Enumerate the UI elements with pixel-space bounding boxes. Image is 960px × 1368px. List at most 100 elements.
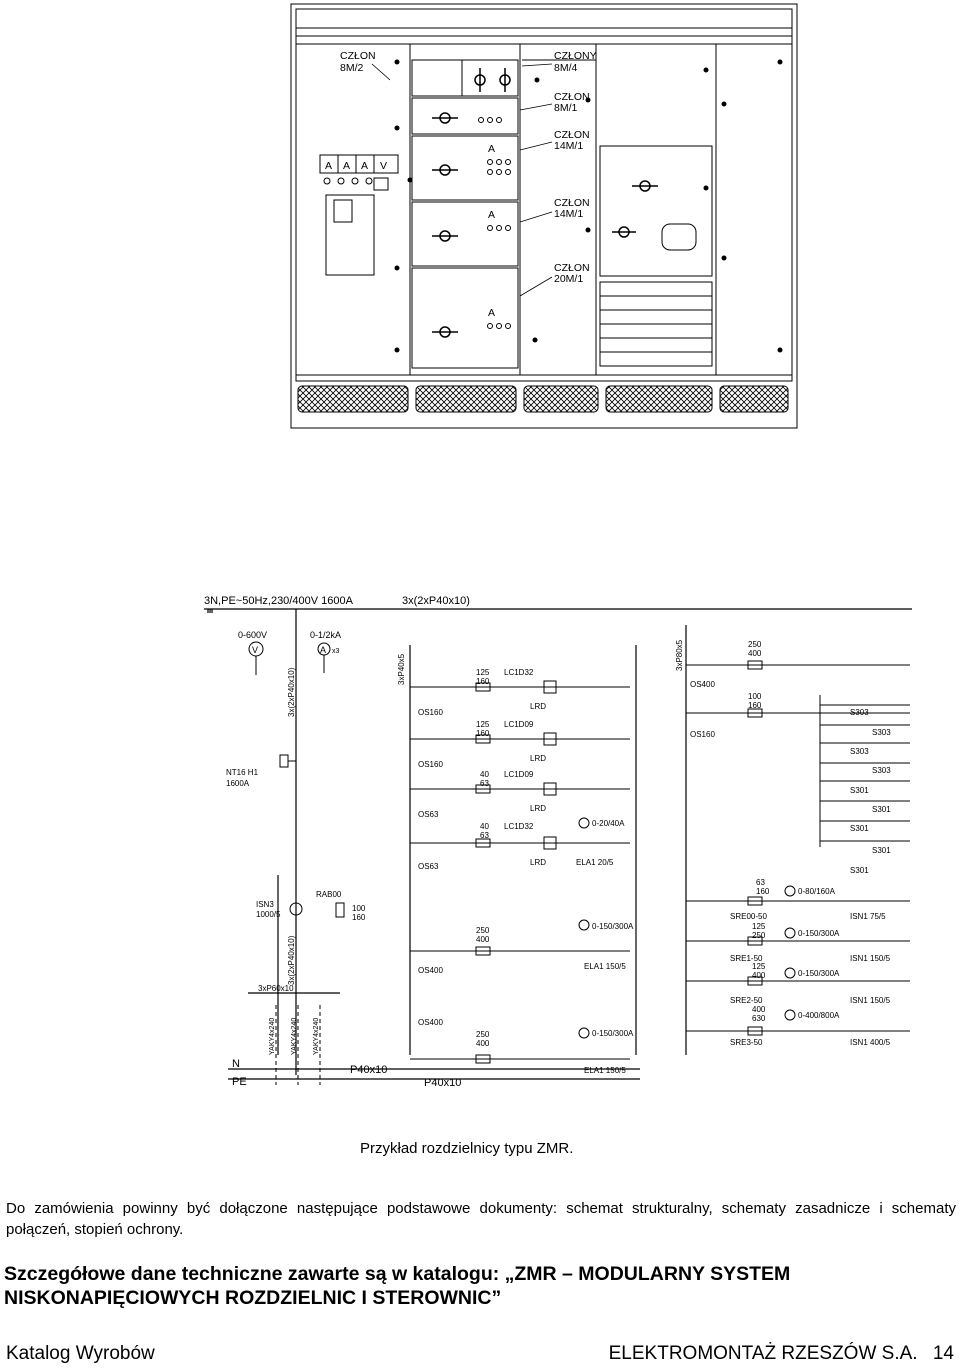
footer-company: ELEKTROMONTAŻ RZESZÓW S.A.: [608, 1343, 918, 1364]
lrd-label: LRD: [530, 702, 546, 711]
ammeter-range: 0-1/2kA: [310, 630, 341, 640]
amp-letter: A: [320, 645, 326, 655]
footer-right: ELEKTROMONTAŻ RZESZÓW S.A. 14: [599, 1343, 954, 1365]
cable-label: YAKY4x240: [269, 1018, 276, 1055]
mcb-label: S303: [872, 766, 891, 775]
fuse-rating: 630: [752, 1014, 766, 1023]
vbus-label: 3x(2xP40x10): [287, 667, 296, 717]
ammeter-range: 0-150/300A: [592, 922, 634, 931]
main-fuse-rating: 1600A: [226, 779, 250, 788]
module-label: CZŁON: [554, 129, 590, 141]
order-paragraph: Do zamówienia powinny być dołączone nast…: [6, 1200, 956, 1238]
os-label: OS400: [418, 1018, 443, 1027]
ammeter-range: 0-20/40A: [592, 819, 625, 828]
contactor-label: LC1D32: [504, 822, 534, 831]
cable-label: YAKY4x240: [291, 1018, 298, 1055]
catalog-note: Szczegółowe dane techniczne zawarte są w…: [4, 1263, 791, 1309]
ct-label: ELA1 150/5: [584, 962, 626, 971]
lrd-label: LRD: [530, 804, 546, 813]
busbar-label: 3x(2xP40x10): [402, 595, 470, 607]
hbus-label: 3xP60x10: [258, 984, 294, 993]
lrd-label: LRD: [530, 858, 546, 867]
mcb-label: S303: [850, 708, 869, 717]
fuse-rating: 250: [476, 926, 490, 935]
isn-label: ISN1 75/5: [850, 912, 886, 921]
fuse-rating: 40: [480, 770, 489, 779]
fuse-rating: 250: [752, 931, 766, 940]
page-number: 14: [932, 1343, 954, 1364]
os-label: OS63: [418, 862, 439, 871]
figure-caption: Przykład rozdzielnicy typu ZMR.: [360, 1140, 574, 1157]
meter-letter: A: [325, 160, 332, 172]
module-label: 14M/1: [554, 208, 583, 220]
os-label: OS160: [418, 760, 443, 769]
os-label: OS160: [418, 708, 443, 717]
ammeter-range: 0-150/300A: [592, 1029, 634, 1038]
fuse-rating: 40: [480, 822, 489, 831]
module-label: CZŁONY: [554, 50, 597, 62]
isn-label: ISN1 400/5: [850, 1038, 891, 1047]
main-fuse: NT16 H1: [226, 768, 259, 777]
mcb-label: S301: [872, 805, 891, 814]
footer-catalog: Katalog Wyrobów: [6, 1343, 155, 1364]
module-label: 8M/1: [554, 102, 578, 114]
fuse-rating: 125: [752, 962, 766, 971]
module-label: CZŁON: [554, 262, 590, 274]
os-label: OS400: [690, 680, 715, 689]
mcb-label: S301: [850, 786, 869, 795]
sre-label: SRE1-50: [730, 954, 763, 963]
os-label: OS160: [690, 730, 715, 739]
fuse-rating: 160: [748, 701, 762, 710]
x3-label: x3: [332, 648, 340, 655]
cable-label: YAKY4x240: [313, 1018, 320, 1055]
voltmeter-range: 0-600V: [238, 630, 267, 640]
module-label: CZŁON: [554, 197, 590, 209]
module-label: 14M/1: [554, 140, 583, 152]
mcb-label: S303: [872, 728, 891, 737]
fuse-rating: 125: [476, 668, 490, 677]
sre-label: SRE00-50: [730, 912, 767, 921]
sre-label: SRE2-50: [730, 996, 763, 1005]
contactor-label: LC1D09: [504, 770, 534, 779]
mcb-label: S303: [850, 747, 869, 756]
ammeter-range: 0-80/160A: [798, 887, 836, 896]
fuse-rating: 400: [476, 935, 490, 944]
fuse-rating: 63: [480, 779, 489, 788]
os-label: OS63: [418, 810, 439, 819]
fuse-rating: 125: [752, 922, 766, 931]
volt-letter: V: [252, 645, 258, 655]
fuse-rating: 125: [476, 720, 490, 729]
meter-letter: A: [361, 160, 368, 172]
rab-100: 100: [352, 904, 366, 913]
fuse-rating: 63: [480, 831, 489, 840]
meter-letter: A: [488, 143, 495, 155]
contactor-label: LC1D09: [504, 720, 534, 729]
lrd-label: LRD: [530, 754, 546, 763]
isn3-ratio: 1000/5: [256, 910, 281, 919]
module-label: 20M/1: [554, 273, 583, 285]
isn-label: ISN1 150/5: [850, 954, 891, 963]
fuse-rating: 160: [476, 677, 490, 686]
os-label: OS400: [418, 966, 443, 975]
fuse-rating: 400: [752, 971, 766, 980]
single-line-diagram: 3N,PE~50Hz,230/400V 1600A 3x(2xP40x10) N…: [204, 595, 912, 1089]
vbus-label: 3xP80x5: [675, 639, 684, 671]
fuse-rating: 100: [748, 692, 762, 701]
meter-letter: A: [488, 307, 495, 319]
mcb-label: S301: [850, 866, 869, 875]
fuse-rating: 400: [748, 649, 762, 658]
sre-label: SRE3-50: [730, 1038, 763, 1047]
meter-letter: V: [380, 160, 387, 172]
p40-label: P40x10: [424, 1077, 461, 1089]
fuse-rating: 63: [756, 878, 765, 887]
module-label: CZŁON: [340, 50, 376, 62]
module-label: 8M/4: [554, 62, 578, 74]
meter-letter: A: [488, 209, 495, 221]
fuse-rating: 400: [752, 1005, 766, 1014]
meter-letter: A: [343, 160, 350, 172]
n-label: N: [232, 1058, 240, 1070]
mcb-label: S301: [872, 846, 891, 855]
fuse-rating: 250: [476, 1030, 490, 1039]
fuse-rating: 160: [476, 729, 490, 738]
supply-label: 3N,PE~50Hz,230/400V 1600A: [204, 595, 354, 607]
